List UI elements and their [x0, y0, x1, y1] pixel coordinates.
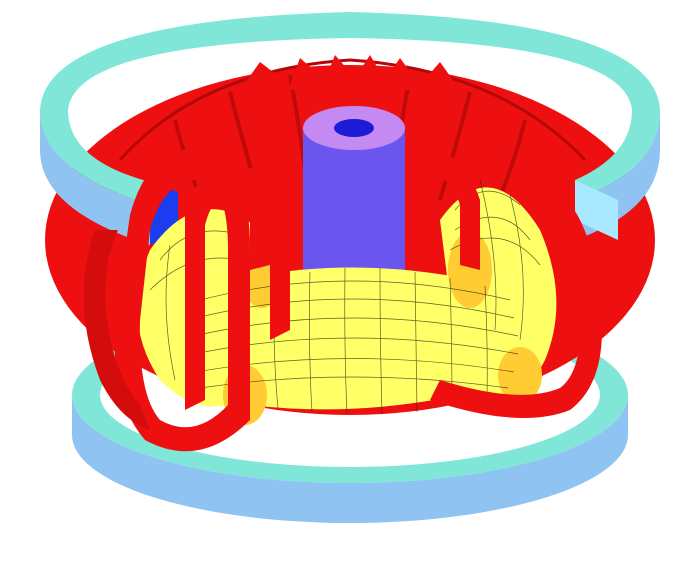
central-solenoid — [303, 106, 405, 290]
solenoid-body — [303, 128, 405, 290]
solenoid-bore — [334, 119, 374, 137]
